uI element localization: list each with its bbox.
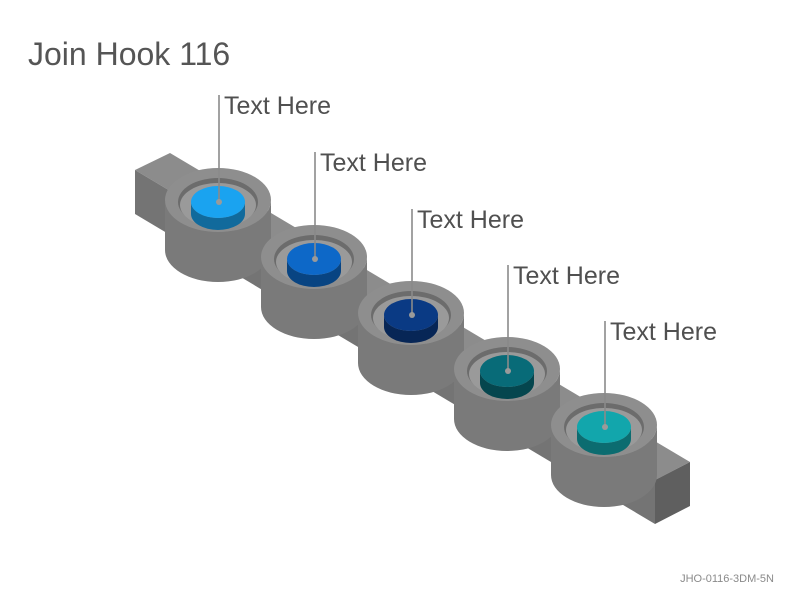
hook-node-1 bbox=[165, 95, 271, 282]
node-4-label: Text Here bbox=[513, 262, 620, 290]
node-5-label: Text Here bbox=[610, 318, 717, 346]
node-3-label: Text Here bbox=[417, 206, 524, 234]
node-1-label: Text Here bbox=[224, 92, 331, 120]
hook-node-5 bbox=[551, 321, 657, 507]
hook-node-4 bbox=[454, 265, 560, 451]
node-2-label: Text Here bbox=[320, 149, 427, 177]
hook-node-2 bbox=[261, 152, 367, 339]
leader-dot-4 bbox=[505, 368, 511, 374]
leader-dot-1 bbox=[216, 199, 222, 205]
leader-dot-2 bbox=[312, 256, 318, 262]
slide-title: Join Hook 116 bbox=[28, 36, 231, 72]
leader-dot-3 bbox=[409, 312, 415, 318]
leader-dot-5 bbox=[602, 424, 608, 430]
hook-node-3 bbox=[358, 209, 464, 395]
slide-code: JHO-0116-3DM-5N bbox=[680, 573, 774, 585]
